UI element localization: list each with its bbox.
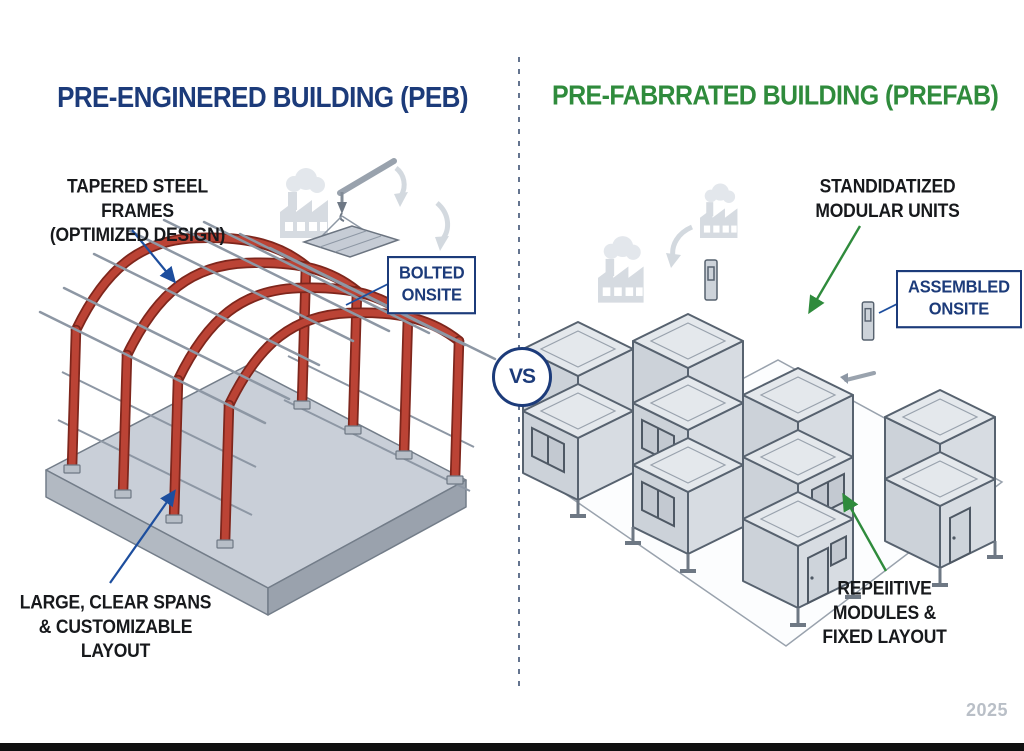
badge-bolted-onsite: BOLTED ONSITE: [387, 256, 477, 314]
label-large-clear-spans: LARGE, CLEAR SPANS & CUSTOMIZABLE LAYOUT: [19, 591, 212, 662]
year-label: 2025: [966, 700, 1009, 720]
arrow-repetitive-modules: [842, 492, 888, 572]
curved-arrow-icon: [666, 224, 694, 268]
footer-bar: [0, 743, 1024, 751]
modular-unit: [742, 491, 854, 609]
vs-badge: VS: [492, 347, 552, 407]
arrow-clear-spans: [109, 489, 176, 584]
hook-icon: [840, 371, 876, 384]
curved-arrow-icon: [394, 166, 451, 251]
left-title: PRE-ENGINERED BUILDING (PEB): [57, 80, 468, 114]
portal-frame: [219, 307, 465, 549]
portal-frame: [66, 232, 312, 474]
arrow-tapered-frames: [131, 229, 177, 284]
arrow-modular-units: [808, 225, 862, 315]
vs-label: VS: [508, 365, 536, 388]
peb-illustration: [38, 158, 497, 616]
lifted-panel-icon: [301, 225, 401, 258]
annotation-arrows-left: [109, 229, 391, 584]
label-tapered-steel-frames: TAPERED STEEL FRAMES (OPTIMIZED DESIGN): [49, 175, 226, 246]
annotation-arrows-right: [808, 225, 900, 572]
badge-assembled-onsite: ASSEMBLED ONSITE: [896, 270, 1022, 328]
prefab-illustration: [522, 183, 1004, 647]
concrete-slab: [45, 365, 467, 616]
factory-icon: [280, 168, 328, 238]
label-standardized-modular-units: STANDIDATIZED MODULAR UNITS: [815, 175, 960, 222]
unit-legs: [570, 500, 1003, 627]
base-plates: [63, 400, 464, 549]
modular-units: [522, 313, 996, 609]
label-repetitive-modules: REPEIITIVE MODULES & FIXED LAYOUT: [822, 577, 947, 648]
connector-assembled-onsite: [878, 302, 900, 314]
right-title: PRE-FABRRATED BUILDING (PREFAB): [552, 80, 999, 112]
lifting-lug-icon: [704, 259, 875, 341]
purlins: [38, 218, 497, 425]
connector-bolted-onsite: [345, 282, 391, 306]
